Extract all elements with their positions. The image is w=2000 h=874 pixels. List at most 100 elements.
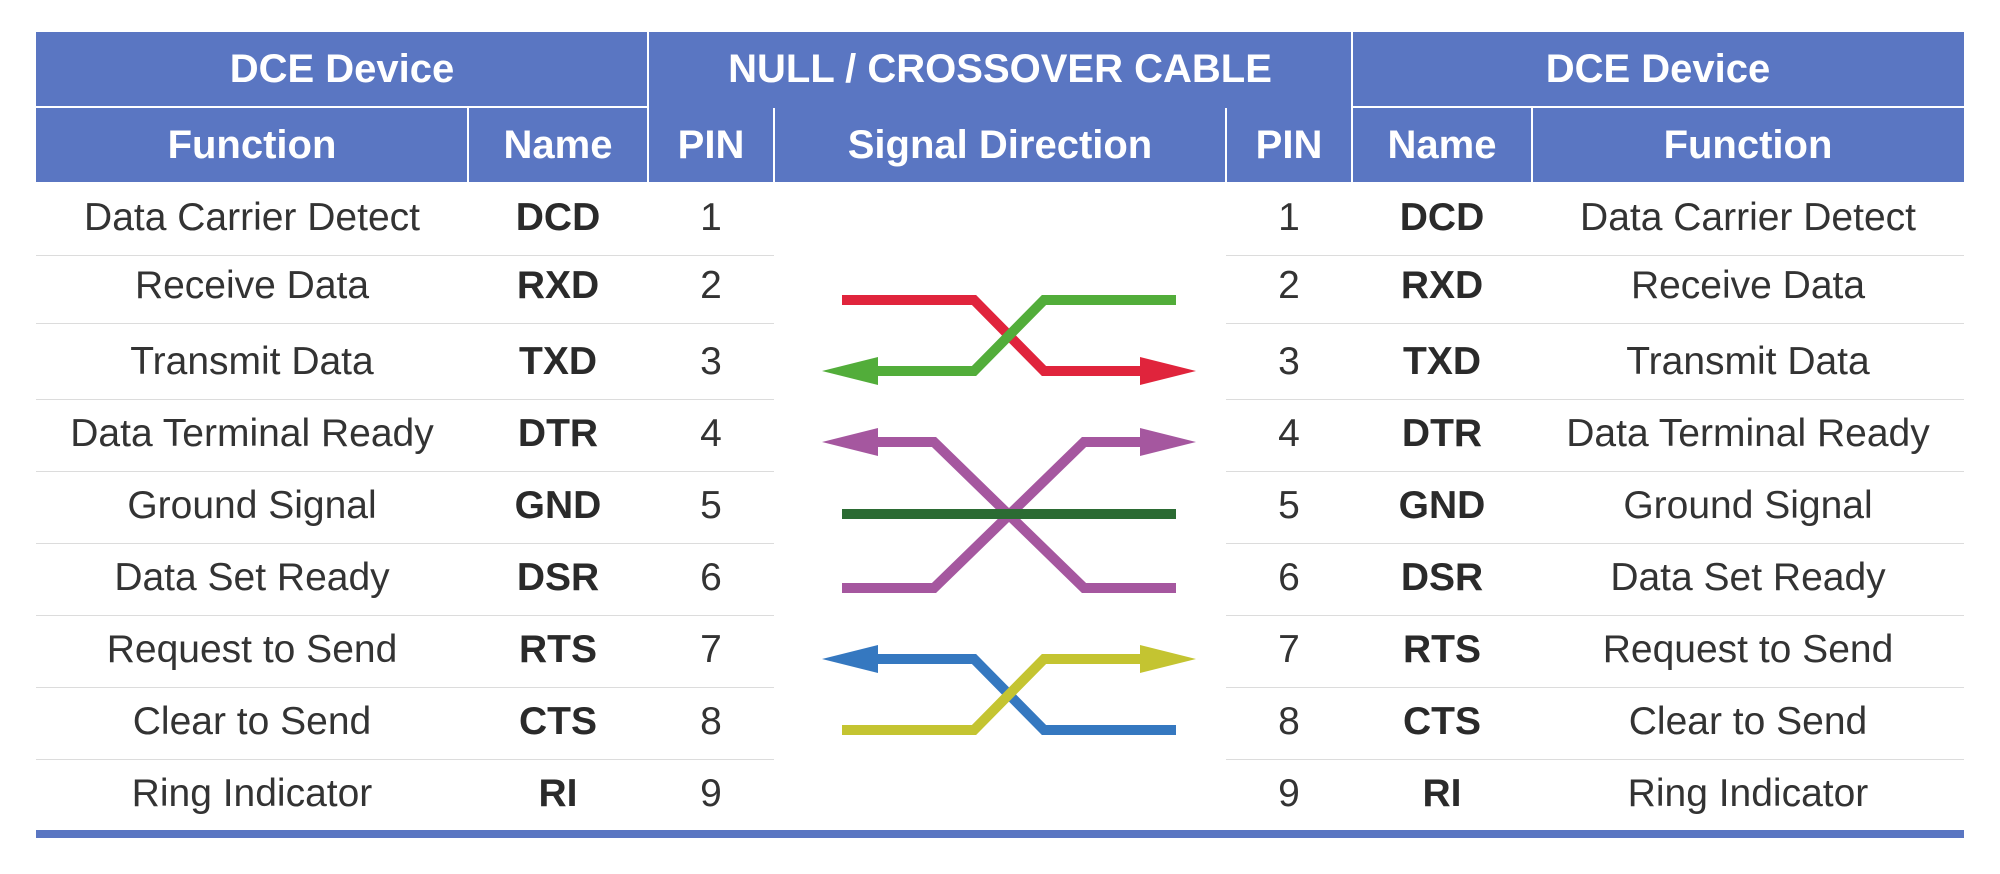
row-separator bbox=[36, 759, 774, 760]
arrowhead-rts-cts bbox=[822, 645, 878, 673]
right-pin-cell: 7 bbox=[1278, 628, 1300, 671]
right-device-title: DCE Device bbox=[1545, 46, 1771, 91]
left-name-cell: RI bbox=[538, 772, 578, 815]
right-pin-cell: 9 bbox=[1278, 772, 1300, 815]
right-pin-cell: 1 bbox=[1278, 196, 1300, 239]
left-pin-cell: 9 bbox=[700, 772, 722, 815]
left-pin-cell: 8 bbox=[700, 700, 722, 743]
right-function-cell: Data Terminal Ready bbox=[1566, 412, 1930, 455]
right-pin-cell: 4 bbox=[1278, 412, 1300, 455]
row-separator bbox=[36, 399, 774, 400]
header-divider bbox=[1351, 32, 1353, 182]
left-name-cell: GND bbox=[514, 484, 602, 527]
right-name-cell: GND bbox=[1398, 484, 1486, 527]
row-separator bbox=[1226, 543, 1964, 544]
right-name-cell: TXD bbox=[1403, 340, 1481, 383]
left-device-title: DCE Device bbox=[229, 46, 455, 91]
left-pin-header: PIN bbox=[677, 122, 745, 167]
left-name-cell: DTR bbox=[517, 412, 599, 455]
left-pin-cell: 2 bbox=[700, 264, 722, 307]
left-name-cell: RXD bbox=[516, 264, 600, 307]
left-pin-cell: 3 bbox=[700, 340, 722, 383]
left-function-cell: Data Set Ready bbox=[114, 556, 390, 599]
right-pin-cell: 5 bbox=[1278, 484, 1300, 527]
row-separator bbox=[1226, 323, 1964, 324]
left-pin-cell: 4 bbox=[700, 412, 722, 455]
right-pin-cell: 3 bbox=[1278, 340, 1300, 383]
left-pin-cell: 7 bbox=[700, 628, 722, 671]
right-name-cell: RI bbox=[1422, 772, 1462, 815]
right-function-cell: Ground Signal bbox=[1623, 484, 1873, 527]
arrowhead-dtr-dsr bbox=[822, 428, 878, 456]
row-separator bbox=[1226, 471, 1964, 472]
row-separator bbox=[36, 615, 774, 616]
right-name-cell: DTR bbox=[1401, 412, 1483, 455]
left-pin-cell: 1 bbox=[700, 196, 722, 239]
left-pin-cell: 6 bbox=[700, 556, 722, 599]
right-name-cell: DCD bbox=[1399, 196, 1485, 239]
row-separator bbox=[36, 471, 774, 472]
wire-txd-rxd bbox=[862, 295, 1176, 376]
left-function-cell: Ring Indicator bbox=[131, 772, 373, 815]
left-function-cell: Ground Signal bbox=[127, 484, 377, 527]
right-function-cell: Transmit Data bbox=[1626, 340, 1870, 383]
wire-rts-cts bbox=[862, 654, 1176, 735]
header-divider bbox=[467, 108, 469, 182]
right-function-cell: Ring Indicator bbox=[1627, 772, 1869, 815]
right-function-header: Function bbox=[1663, 122, 1833, 167]
right-pin-cell: 2 bbox=[1278, 264, 1300, 307]
row-separator bbox=[1226, 759, 1964, 760]
row-separator bbox=[1226, 255, 1964, 256]
right-name-cell: CTS bbox=[1403, 700, 1481, 743]
row-separator bbox=[36, 543, 774, 544]
right-name-cell: RXD bbox=[1400, 264, 1484, 307]
left-function-cell: Receive Data bbox=[134, 264, 370, 307]
right-pin-cell: 6 bbox=[1278, 556, 1300, 599]
left-name-cell: RTS bbox=[519, 628, 597, 671]
wire-cts-rts bbox=[842, 654, 1156, 735]
left-name-cell: DCD bbox=[515, 196, 601, 239]
left-function-cell: Data Carrier Detect bbox=[84, 196, 420, 239]
right-function-cell: Clear to Send bbox=[1628, 700, 1868, 743]
footer-bar bbox=[36, 830, 1964, 838]
header-divider bbox=[647, 32, 649, 182]
wire-rxd-txd bbox=[842, 295, 1156, 376]
row-separator bbox=[1226, 615, 1964, 616]
arrowhead-cts-rts bbox=[1140, 645, 1196, 673]
header-divider bbox=[1352, 106, 1964, 108]
arrowhead-txd-rxd bbox=[822, 357, 878, 385]
right-function-cell: Request to Send bbox=[1602, 628, 1894, 671]
row-separator bbox=[36, 255, 774, 256]
left-function-cell: Transmit Data bbox=[130, 340, 374, 383]
header-divider bbox=[1531, 108, 1533, 182]
left-name-cell: CTS bbox=[519, 700, 597, 743]
left-function-cell: Clear to Send bbox=[132, 700, 372, 743]
row-separator bbox=[1226, 687, 1964, 688]
right-function-cell: Data Carrier Detect bbox=[1580, 196, 1916, 239]
left-name-header: Name bbox=[503, 122, 613, 167]
left-pin-cell: 5 bbox=[700, 484, 722, 527]
header-divider bbox=[1225, 108, 1227, 182]
right-name-header: Name bbox=[1387, 122, 1497, 167]
signal-direction-header: Signal Direction bbox=[847, 122, 1153, 167]
header-divider bbox=[773, 108, 775, 182]
right-pin-cell: 8 bbox=[1278, 700, 1300, 743]
right-function-cell: Receive Data bbox=[1630, 264, 1866, 307]
right-name-cell: RTS bbox=[1403, 628, 1481, 671]
left-function-cell: Data Terminal Ready bbox=[70, 412, 434, 455]
right-name-cell: DSR bbox=[1400, 556, 1484, 599]
row-separator bbox=[36, 323, 774, 324]
row-separator bbox=[36, 687, 774, 688]
row-separator bbox=[1226, 399, 1964, 400]
right-function-cell: Data Set Ready bbox=[1610, 556, 1886, 599]
arrowhead-rxd-txd bbox=[1140, 357, 1196, 385]
cable-title: NULL / CROSSOVER CABLE bbox=[728, 46, 1272, 91]
left-name-cell: TXD bbox=[519, 340, 597, 383]
right-pin-header: PIN bbox=[1255, 122, 1323, 167]
left-name-cell: DSR bbox=[516, 556, 600, 599]
header-divider bbox=[36, 106, 648, 108]
arrowhead-dsr-dtr bbox=[1140, 428, 1196, 456]
left-function-cell: Request to Send bbox=[106, 628, 398, 671]
